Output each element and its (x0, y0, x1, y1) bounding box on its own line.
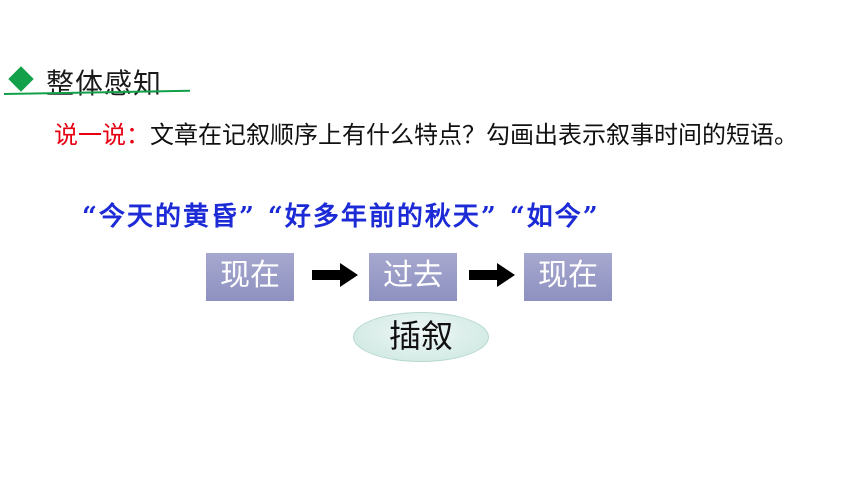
prompt-question: 文章在记叙顺序上有什么特点？勾画出表示叙事时间的短语。 (150, 121, 798, 149)
flow-step-present: 现在 (206, 253, 294, 301)
flow-step-past: 过去 (369, 253, 457, 301)
diamond-icon (8, 66, 34, 92)
time-phrase: “好多年前的秋天” (267, 202, 498, 232)
right-arrow-icon (469, 263, 515, 287)
section-title: 整体感知 (46, 67, 163, 100)
time-phrase: “如今” (509, 202, 600, 232)
time-phrase: “今天的黄昏” (82, 202, 256, 232)
time-phrases: “今天的黄昏” “好多年前的秋天” “如今” (82, 196, 612, 233)
flow-step-present-again: 现在 (524, 253, 612, 301)
prompt-label: 说一说： (54, 121, 150, 149)
discussion-prompt: 说一说：文章在记叙顺序上有什么特点？勾画出表示叙事时间的短语。 (54, 116, 814, 154)
section-heading: 整体感知 (3, 60, 194, 100)
narrative-technique-badge: 插叙 (353, 312, 489, 362)
right-arrow-icon (312, 263, 358, 287)
